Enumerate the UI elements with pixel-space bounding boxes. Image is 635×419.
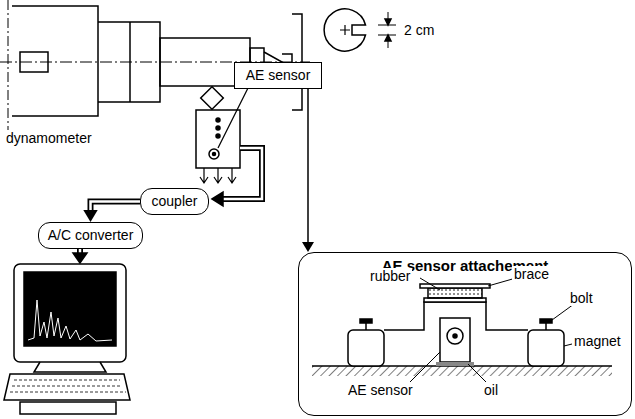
box-text: A/C converter (47, 226, 134, 244)
leader-line (218, 84, 250, 148)
cable-inner (91, 202, 141, 211)
part-label: AE sensor (346, 382, 415, 398)
magnet-left (348, 330, 384, 366)
workpiece-section (324, 9, 365, 51)
coupler-box: coupler (140, 188, 209, 215)
dot (216, 134, 220, 138)
box-text: coupler (151, 192, 198, 210)
cable (222, 148, 262, 199)
dimension-label: 2 cm (402, 22, 436, 38)
arrowhead (302, 242, 314, 252)
magnet-right (528, 330, 564, 366)
ground-hatching (312, 366, 612, 376)
monitor (14, 264, 126, 362)
axis-line (8, 0, 9, 130)
sensor-on-dynamometer (209, 149, 219, 159)
converter-box: A/C converter (38, 222, 143, 249)
dimension-lines (378, 12, 396, 48)
computer-base (4, 374, 130, 400)
part-label: dynamometer (4, 130, 94, 146)
cutting-tool (201, 87, 224, 110)
arrowhead (73, 253, 87, 263)
part-label: bolt (568, 290, 595, 306)
headstock (12, 6, 98, 116)
dynamometer-body (196, 110, 240, 168)
monitor-stand (34, 362, 106, 372)
dimension-arrow (385, 35, 391, 41)
box-text: AE sensor (245, 66, 311, 84)
ae-sensor-core (453, 334, 457, 338)
arrowhead (212, 192, 223, 206)
sensor-core (213, 153, 216, 156)
center-cross (340, 25, 350, 35)
screen (24, 272, 116, 346)
part-label: magnet (572, 333, 623, 349)
pointer-arrow (302, 89, 314, 252)
part-label: oil (482, 382, 500, 398)
rubber-layer (428, 288, 482, 298)
part-label: brace (512, 266, 551, 282)
cable-inner (222, 148, 262, 199)
signal-cable (83, 202, 140, 223)
signal-trace (28, 300, 112, 341)
dot (216, 126, 220, 130)
leaders (410, 278, 576, 382)
ae-sensor-element (447, 328, 463, 344)
arrow-line (307, 89, 309, 242)
arrowhead (83, 210, 97, 222)
panel-heading: AE sensor attachement (299, 253, 631, 275)
keyboard (20, 402, 116, 414)
dot (216, 118, 220, 122)
sensor-label-box: AE sensor (234, 62, 322, 89)
keyboard-keys (10, 380, 126, 392)
part-label: rubber (368, 268, 412, 284)
ae-sensor-body (440, 318, 470, 362)
force-arrows (200, 168, 236, 183)
dimension-arrow (385, 19, 391, 25)
bolt-head (540, 319, 552, 323)
bolt-head (360, 319, 372, 323)
cable-outer (91, 202, 141, 211)
